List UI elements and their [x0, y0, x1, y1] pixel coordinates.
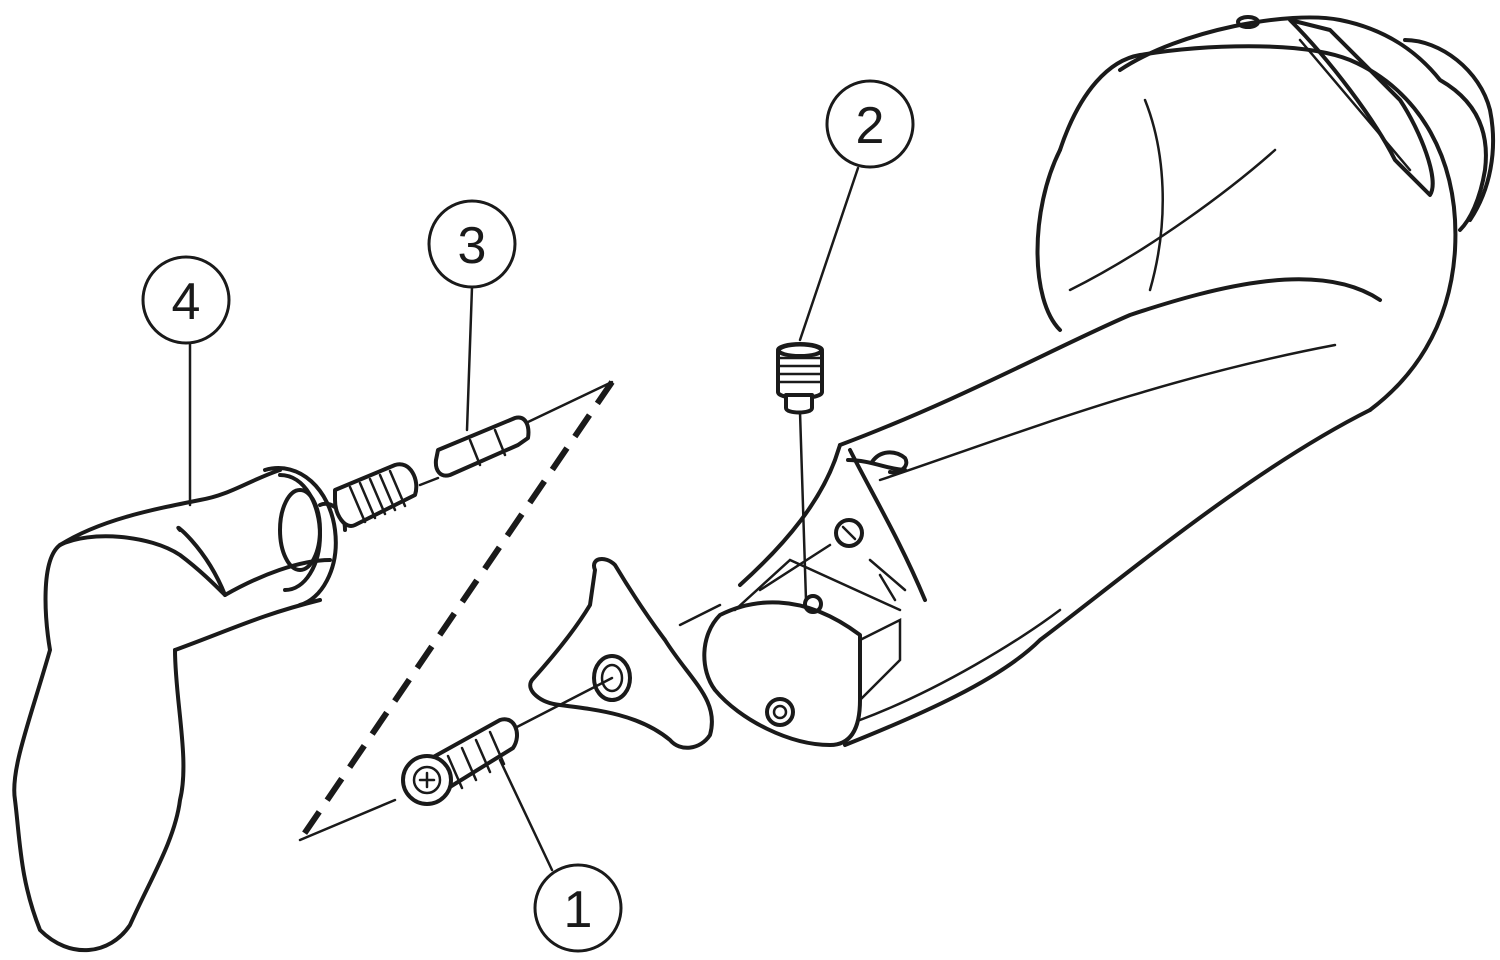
- assembly-lines: [297, 380, 808, 842]
- hex-key-bit: [433, 415, 531, 478]
- clamp-plate: [528, 557, 714, 750]
- set-screw: [776, 342, 824, 415]
- callout-1-label: 1: [564, 881, 593, 939]
- callout-4: 4: [141, 255, 231, 507]
- callout-2-circle: [825, 79, 915, 169]
- callout-3: 3: [427, 199, 517, 432]
- callout-1-circle: [533, 863, 623, 953]
- callout-4-label: 4: [172, 273, 201, 331]
- dashed-hidden-line: [297, 380, 615, 842]
- torque-handle: [12, 462, 419, 953]
- callout-4-circle: [141, 255, 231, 345]
- callout-3-label: 3: [458, 217, 487, 275]
- callout-1: 1: [498, 758, 623, 953]
- clamp-screw: [401, 717, 519, 806]
- callout-2: 2: [798, 79, 915, 342]
- callout-3-circle: [427, 199, 517, 289]
- callout-2-label: 2: [856, 97, 885, 155]
